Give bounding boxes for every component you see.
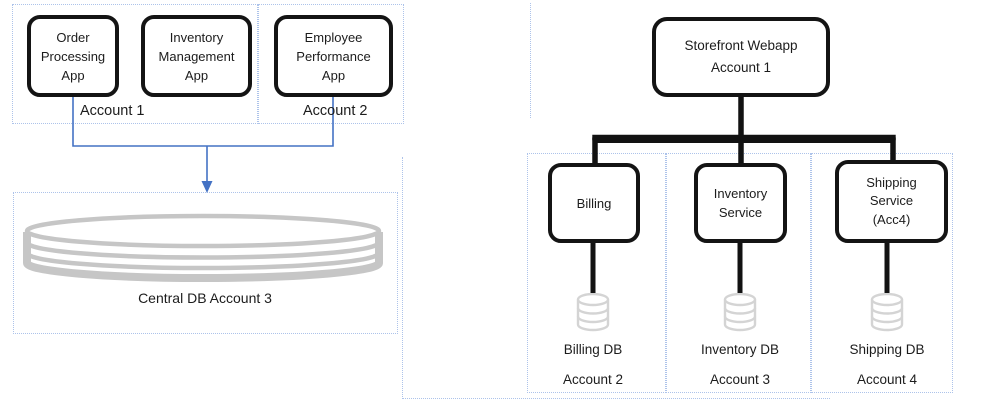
central-db-account: Account 3 <box>209 290 272 306</box>
billing-database-cylinder-icon <box>576 293 610 332</box>
box-label-line: Storefront Webapp <box>684 38 798 53</box>
shipping-account-label: Account 4 <box>856 372 918 387</box>
box-label-line: Inventory <box>169 29 224 45</box>
shipping-db-label: Shipping DB <box>849 342 925 357</box>
box-label-line: Performance <box>296 48 371 64</box>
account1-webapp-dashed-edge <box>530 3 536 118</box>
box-label-line: Service <box>718 205 763 220</box>
billing-service-box: Billing <box>548 163 640 243</box>
account1-group-label: Account 1 <box>80 103 145 119</box>
box-label-line: Processing <box>40 48 106 64</box>
box-label-line: Billing <box>576 195 612 211</box>
box-label-line: Inventory <box>713 186 768 201</box>
shipping-database-cylinder-icon <box>870 293 904 332</box>
inventory-db-label: Inventory DB <box>700 342 780 357</box>
billing-db-label: Billing DB <box>563 342 623 357</box>
inventory-management-app-box: Inventory Management App <box>141 15 252 97</box>
outer-dashed-region <box>402 157 830 399</box>
box-label-line: Service <box>869 193 914 209</box>
employee-performance-app-box: Employee Performance App <box>274 15 393 97</box>
box-label-line: Shipping <box>866 174 917 190</box>
billing-account-label: Account 2 <box>562 372 624 387</box>
shipping-service-box: Shipping Service (Acc4) <box>835 160 948 243</box>
inventory-database-cylinder-icon <box>723 293 757 332</box>
inventory-service-box: Inventory Service <box>694 163 787 243</box>
central-db-name: Central DB <box>138 290 207 306</box>
box-label-line: App <box>184 67 209 83</box>
box-label-line: (Acc4) <box>872 211 911 227</box>
box-label-line: Management <box>158 48 235 64</box>
box-label-line: Account 1 <box>710 60 772 75</box>
order-processing-app-box: Order Processing App <box>27 15 119 97</box>
box-label-line: App <box>321 67 346 83</box>
box-label-line: App <box>61 67 85 83</box>
box-label-line: Order <box>56 29 90 45</box>
central-database-cylinder-icon <box>23 213 383 282</box>
storefront-webapp-box: Storefront Webapp Account 1 <box>652 17 830 97</box>
inventory-account-label: Account 3 <box>709 372 771 387</box>
box-label-line: Employee <box>304 29 363 45</box>
central-db-label: Central DB Account 3 <box>105 288 305 308</box>
account2-group-label: Account 2 <box>303 103 368 119</box>
